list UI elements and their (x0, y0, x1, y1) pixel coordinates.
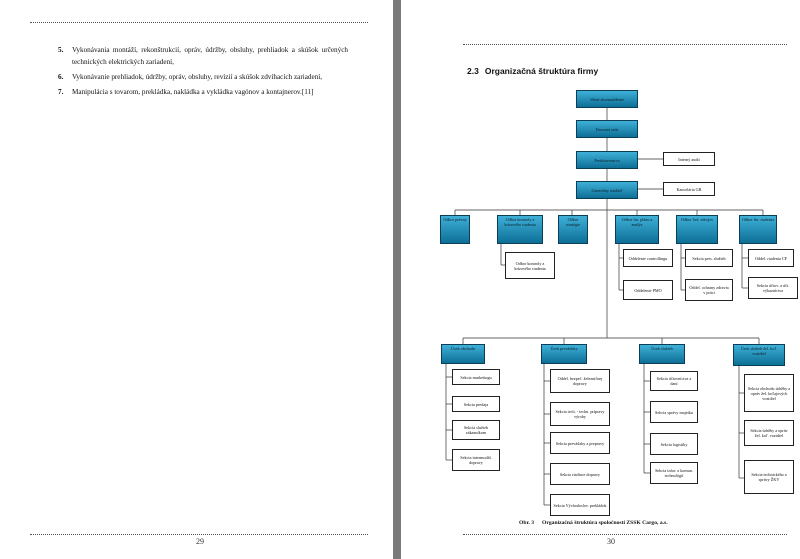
org-node-dozorna-rada: Dozorná rada (576, 120, 638, 138)
org-node-division: Úsek obchodu (441, 344, 485, 364)
org-node-division: Úsek služieb žel. koľ. vozidiel (733, 344, 785, 366)
org-node-section: Sekcia infor. a komun. technológií (650, 462, 698, 484)
org-node-subunit: Odbor kontroly a krízového riadenia (505, 252, 555, 279)
figure-caption: Obr. 3 Organizačná štruktúra spoločnosti … (519, 520, 676, 526)
org-node-section: Sekcia riadiace dopravy (550, 463, 610, 485)
header-rule (30, 22, 368, 23)
org-node-section: Sekcia prevádzky a prepravy (550, 432, 610, 454)
caption-label: Obr. 3 (519, 520, 535, 526)
org-chart: Valné zhromaždenie Dozorná rada Predstav… (401, 0, 800, 559)
list-item: 6. Vykonávanie prehliadok, údržby, opráv,… (48, 71, 348, 83)
org-node-valne-zhromazdenie: Valné zhromaždenie (576, 90, 638, 108)
org-node-generalny-riaditel: Generálny riaditeľ (576, 181, 638, 199)
org-node-division: Úsek služieb (639, 344, 685, 364)
list-item-text: Manipulácia s tovarom, prekládka, naklád… (72, 88, 314, 96)
list-item-number: 5. (58, 46, 64, 54)
org-node-section: Sekcia logistiky (650, 433, 698, 455)
org-node-kancelaria-gr: Kancelária GR (663, 182, 715, 196)
section-number: 2.3 (467, 66, 479, 76)
org-node-department: Odbor právny (440, 215, 470, 244)
org-node-subunit: Sekcia pers. služieb (685, 249, 733, 267)
list-item-number: 7. (58, 88, 64, 96)
org-node-subunit: Sekcia účtov. a účt. výkazníctva (748, 277, 798, 299)
numbered-list: 5. Vykonávania montáží, rekonštrukcií, op… (48, 44, 348, 101)
page-number: 29 (196, 537, 204, 546)
page-number: 30 (607, 537, 615, 546)
org-node-department: Odbor kontroly a krízového riadenia (497, 215, 543, 244)
org-node-department: Odbor fin. plánu a analýz (615, 215, 659, 244)
footer-rule (30, 534, 368, 535)
org-node-division: Úsek prevádzky (541, 344, 587, 364)
org-node-section: Sekcia účtovníctva a daní (650, 371, 698, 391)
org-node-department: Odbor fin. riadenia (739, 215, 777, 244)
org-node-predstavenstvo: Predstavenstvo (576, 151, 638, 169)
org-node-subunit: Oddelenie controllingu (623, 249, 673, 267)
org-node-section: Sekcia obchodu údržby a opráv žel. koľaj… (744, 374, 794, 412)
caption-text: Organizačná štruktúra spoločnosti ZSSK C… (542, 520, 668, 526)
org-node-section: Sekcia služieb zákazníkom (452, 420, 500, 440)
org-node-section: Sekcia intermodál. dopravy (452, 449, 500, 471)
org-node-department: Odbor ľud. zdrojov (676, 215, 718, 244)
list-item-number: 6. (58, 73, 64, 81)
org-node-section: Oddel. bezpeč. železničnej dopravy (550, 369, 610, 393)
org-node-section: Sekcia správy majetku (650, 401, 698, 423)
list-item: 7. Manipulácia s tovarom, prekládka, nakl… (48, 86, 348, 98)
org-node-section: Sekcia údržby a opráv žel. koľ. vozidiel (744, 420, 794, 446)
org-node-section: Sekcia marketingu (452, 369, 500, 385)
list-item-text: Vykonávanie prehliadok, údržby, opráv, o… (72, 73, 323, 81)
org-node-department: Odbor stratégie (558, 215, 588, 244)
section-heading: 2.3 Organizačná štruktúra firmy (467, 66, 598, 76)
org-chart-connectors (445, 108, 764, 506)
section-title: Organizačná štruktúra firmy (484, 66, 599, 76)
org-node-subunit: Oddelenie PMO (623, 280, 673, 300)
left-page: 5. Vykonávania montáží, rekonštrukcií, op… (0, 0, 393, 559)
org-node-section: Sekcia tech. - techn. prípravy výroby (550, 402, 610, 426)
list-item: 5. Vykonávania montáží, rekonštrukcií, op… (48, 44, 348, 68)
org-node-subunit: Oddel. riadenia CF (748, 249, 794, 267)
org-node-section: Sekcia technického a správy ŽKV (744, 460, 794, 494)
org-node-section: Sekcia predaja (452, 396, 500, 412)
footer-rule (463, 534, 787, 535)
header-rule (463, 44, 787, 45)
list-item-text: Vykonávania montáží, rekonštrukcií, oprá… (72, 46, 348, 66)
org-node-section: Sekcia Východoslov. prekládok (550, 494, 610, 516)
right-page: 2.3 Organizačná štruktúra firmy (401, 0, 800, 559)
org-node-subunit: Oddel. ochrany zdravia v práci (685, 279, 733, 301)
org-node-interny-audit: Interný audit (663, 152, 715, 166)
